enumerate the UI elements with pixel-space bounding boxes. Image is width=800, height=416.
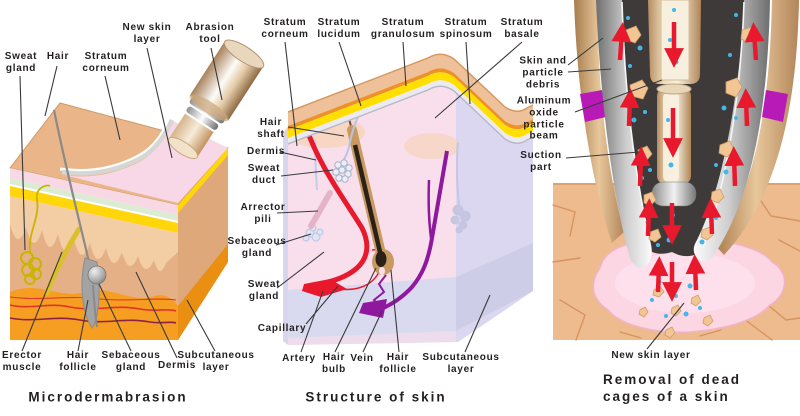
abrasion-tool-shape — [167, 39, 265, 160]
title-structure-of-skin: Structure of skin — [305, 389, 447, 405]
suction-collar — [651, 181, 697, 207]
label-sebaceous-gland-2: Sebaceous gland — [227, 236, 287, 259]
label-stratum-spinosum: Stratum spinosum — [439, 17, 493, 40]
label-sweat-duct: Sweat duct — [247, 163, 281, 186]
hair-bulb-shape — [375, 251, 387, 267]
label-subcutaneous-layer: Subcutaneous layer — [177, 350, 255, 373]
sweat-gland-shape — [20, 184, 51, 285]
label-stratum-lucidum: Stratum lucidum — [317, 17, 361, 40]
magenta-seal-right — [762, 90, 788, 122]
title-microdermabrasion: Microdermabrasion — [28, 389, 188, 405]
label-stratum-granulosum: Stratum granulosum — [370, 17, 436, 40]
label-hair-bulb: Hair bulb — [322, 352, 346, 375]
label-hair-follicle: Hair follicle — [59, 350, 97, 373]
label-hair-shaft: Hair shaft — [257, 117, 285, 140]
sweat-duct-shape — [341, 107, 363, 164]
tool-casing-left — [574, 0, 624, 243]
stratum-granulosum-band — [288, 72, 533, 138]
label-capillary: Capillary — [257, 323, 307, 335]
erector-muscle-shape — [44, 226, 82, 296]
label-aluminum-beam: Aluminum oxide particle beam — [516, 95, 572, 142]
label-stratum-basale: Stratum basale — [500, 17, 544, 40]
label-abrasion-tool: Abrasion tool — [185, 22, 235, 45]
sebaceous-gland-shape — [87, 265, 107, 285]
label-subcutaneous-layer-2: Subcutaneous layer — [422, 352, 500, 375]
title-removal: Removal of dead cages of a skin — [603, 372, 742, 404]
label-stratum-corneum-2: Stratum corneum — [261, 17, 309, 40]
removal-panel — [552, 0, 800, 341]
label-hair: Hair — [46, 51, 70, 63]
flow-arrows — [611, 22, 765, 302]
label-new-skin-layer: New skin layer — [122, 22, 172, 45]
label-dermis: Dermis — [157, 360, 197, 372]
label-dermis-2: Dermis — [246, 146, 286, 158]
label-skin-particle-debris: Skin and particle debris — [519, 55, 567, 90]
suction-wall-left — [596, 0, 652, 268]
label-new-skin-layer-2: New skin layer — [611, 350, 691, 362]
label-sweat-gland: Sweat gland — [4, 51, 38, 74]
leader-lines — [19, 37, 685, 359]
label-hair-follicle-2: Hair follicle — [379, 352, 417, 375]
arrector-pili-shape — [308, 190, 333, 229]
label-erector-muscle: Erector muscle — [2, 350, 42, 373]
label-arrector-pili: Arrector pili — [240, 202, 286, 225]
microdermabrasion-skin-block — [9, 102, 229, 340]
label-sebaceous-gland: Sebaceous gland — [101, 350, 161, 373]
tool-casing-right — [714, 0, 799, 255]
ghost-follicle-side-face — [450, 142, 471, 234]
label-suction-part: Suction part — [520, 150, 562, 173]
skin-structure-block — [283, 53, 534, 345]
label-sweat-gland-2: Sweat gland — [247, 279, 281, 302]
label-stratum-corneum: Stratum corneum — [82, 51, 130, 74]
vein-shape — [380, 150, 449, 311]
magenta-seal-left — [580, 90, 606, 122]
label-artery: Artery — [282, 353, 316, 365]
label-vein: Vein — [350, 353, 374, 365]
